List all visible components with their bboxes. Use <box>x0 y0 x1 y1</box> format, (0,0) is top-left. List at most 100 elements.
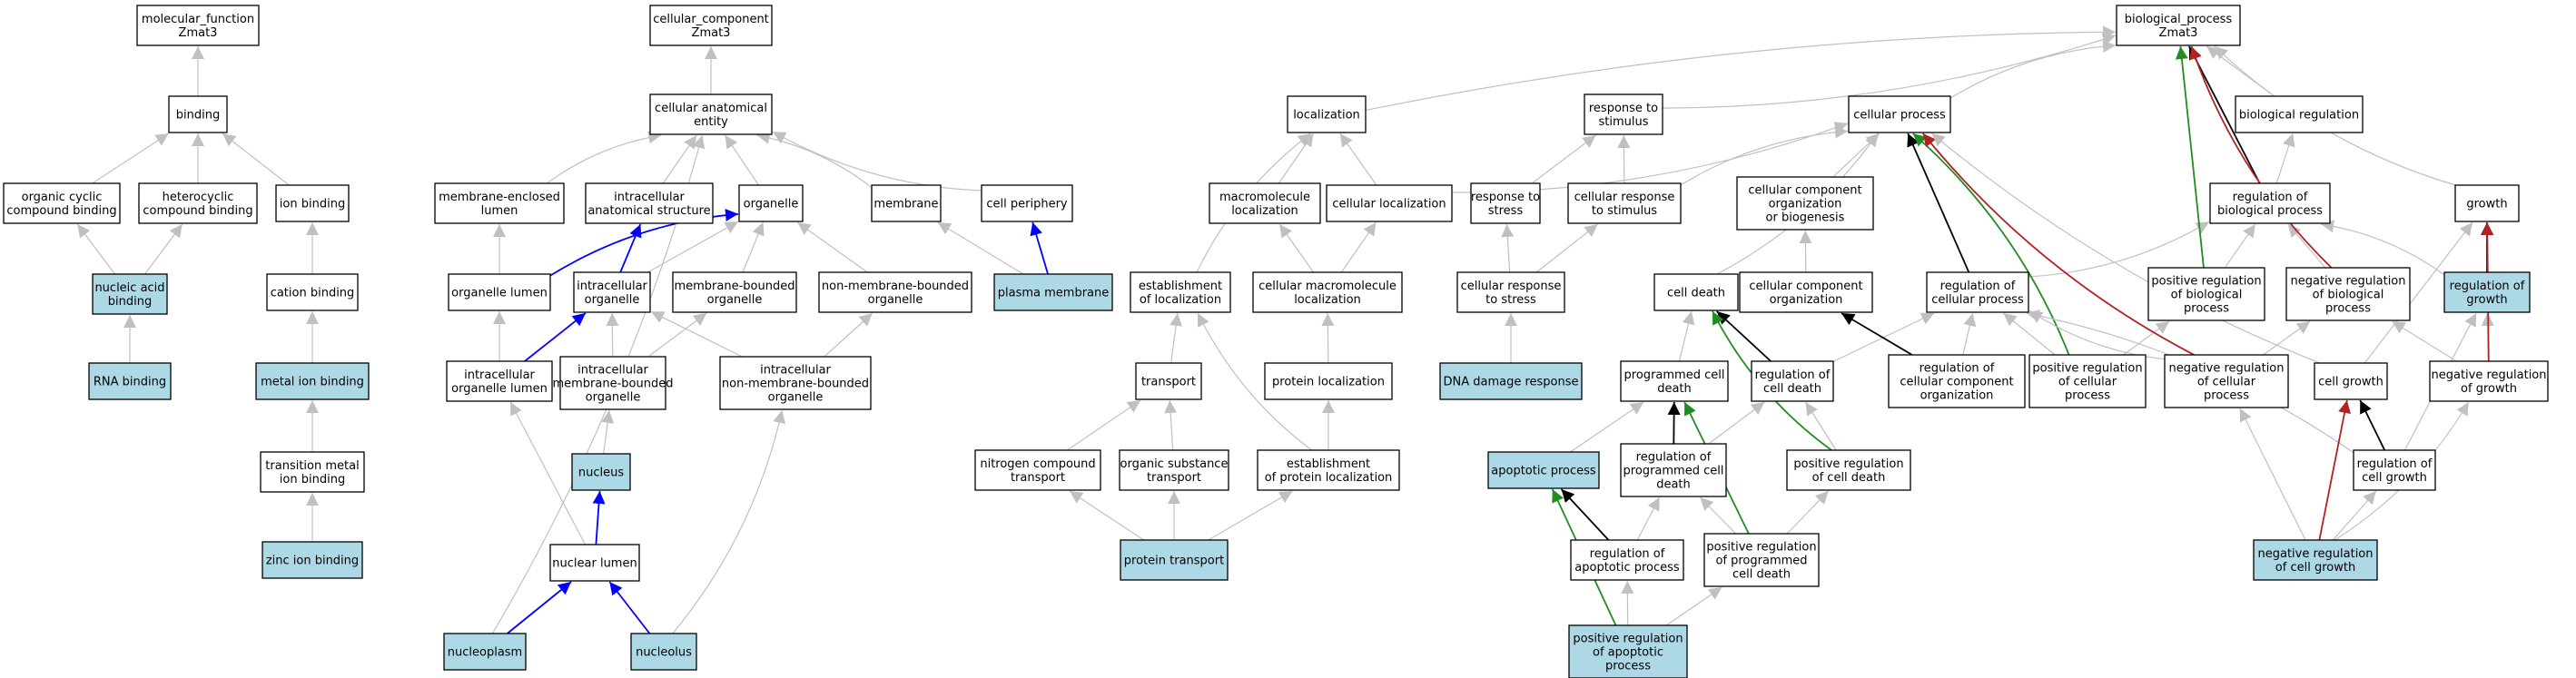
term-node-rnab[interactable]: RNA binding <box>88 362 172 400</box>
term-label: apoptotic process <box>1491 465 1596 478</box>
term-label: localization <box>1294 293 1361 307</box>
term-node-membrane[interactable]: membrane <box>871 184 942 222</box>
term-node-cellproc[interactable]: cellular process <box>1848 95 1951 133</box>
term-node-organelle[interactable]: organelle <box>738 184 804 222</box>
edge-part-of-nuclumen-to-nucleus <box>592 490 606 545</box>
term-box <box>2209 182 2331 224</box>
edge-is-a-rpcd-to-rcd <box>1708 401 1765 445</box>
term-label: cellular_component <box>653 13 769 26</box>
term-node-growth[interactable]: growth <box>2454 184 2520 222</box>
edge-is-a-organelle-to-cae <box>724 134 760 186</box>
edge-is-a-epl-to-eol <box>1197 312 1313 451</box>
term-box <box>818 271 972 313</box>
term-node-protloc[interactable]: protein localization <box>1264 362 1393 400</box>
term-node-dnadr[interactable]: DNA damage response <box>1439 362 1583 400</box>
edge-is-a-prbp-to-rbp <box>2224 223 2256 269</box>
edge-is-a-rtstress-to-rts <box>1531 134 1596 184</box>
term-box <box>443 633 527 671</box>
term-node-orglumen[interactable]: organelle lumen <box>448 273 551 311</box>
term-label: positive regulation <box>2151 275 2261 289</box>
term-box <box>993 273 1113 311</box>
term-node-celldeath[interactable]: cell death <box>1653 273 1739 311</box>
term-node-nucleus[interactable]: nucleus <box>571 453 631 491</box>
term-node-apoptotic[interactable]: apoptotic process <box>1487 451 1600 489</box>
term-node-inmbo[interactable]: intracellularnon-membrane-boundedorganel… <box>719 356 872 410</box>
term-node-binding[interactable]: binding <box>168 95 228 133</box>
term-label: negative regulation <box>2431 368 2546 382</box>
term-node-metalb[interactable]: metal ion binding <box>255 362 370 400</box>
term-node-cationb[interactable]: cation binding <box>266 273 359 311</box>
term-node-pm[interactable]: plasma membrane <box>993 273 1113 311</box>
edge-regulates-rcd-to-celldeath <box>1716 310 1772 362</box>
term-node-transport[interactable]: transport <box>1135 362 1202 400</box>
term-label: molecular_function <box>142 13 254 26</box>
term-node-localization[interactable]: localization <box>1287 95 1367 133</box>
term-node-ionb[interactable]: ion binding <box>275 184 350 222</box>
term-box <box>1570 539 1684 581</box>
term-node-cellper[interactable]: cell periphery <box>981 184 1073 222</box>
term-label: or biogenesis <box>1766 211 1845 225</box>
edge-is-a-crstress-to-rtstress <box>1501 223 1515 273</box>
term-node-cloc[interactable]: cellular localization <box>1326 184 1453 222</box>
term-node-protransport[interactable]: protein transport <box>1120 539 1229 581</box>
term-node-cellgrowth[interactable]: cell growth <box>2314 362 2388 400</box>
term-label: establishment <box>1287 457 1370 471</box>
term-label: localization <box>1293 109 1360 123</box>
term-node-bioreg[interactable]: biological regulation <box>2235 95 2364 133</box>
term-box <box>266 273 359 311</box>
edge-neg-regulates-nrbp-to-bp <box>2189 45 2333 269</box>
term-label: membrane-bounded <box>552 378 673 391</box>
term-node-nucleoplasm[interactable]: nucleoplasm <box>443 633 527 671</box>
term-node-nuclumen[interactable]: nuclear lumen <box>549 544 640 582</box>
term-label: of cellular <box>2058 376 2117 389</box>
term-node-nucleolus[interactable]: nucleolus <box>630 633 697 671</box>
term-node-zincb[interactable]: zinc ion binding <box>262 541 363 579</box>
term-label: cellular anatomical <box>655 102 767 115</box>
